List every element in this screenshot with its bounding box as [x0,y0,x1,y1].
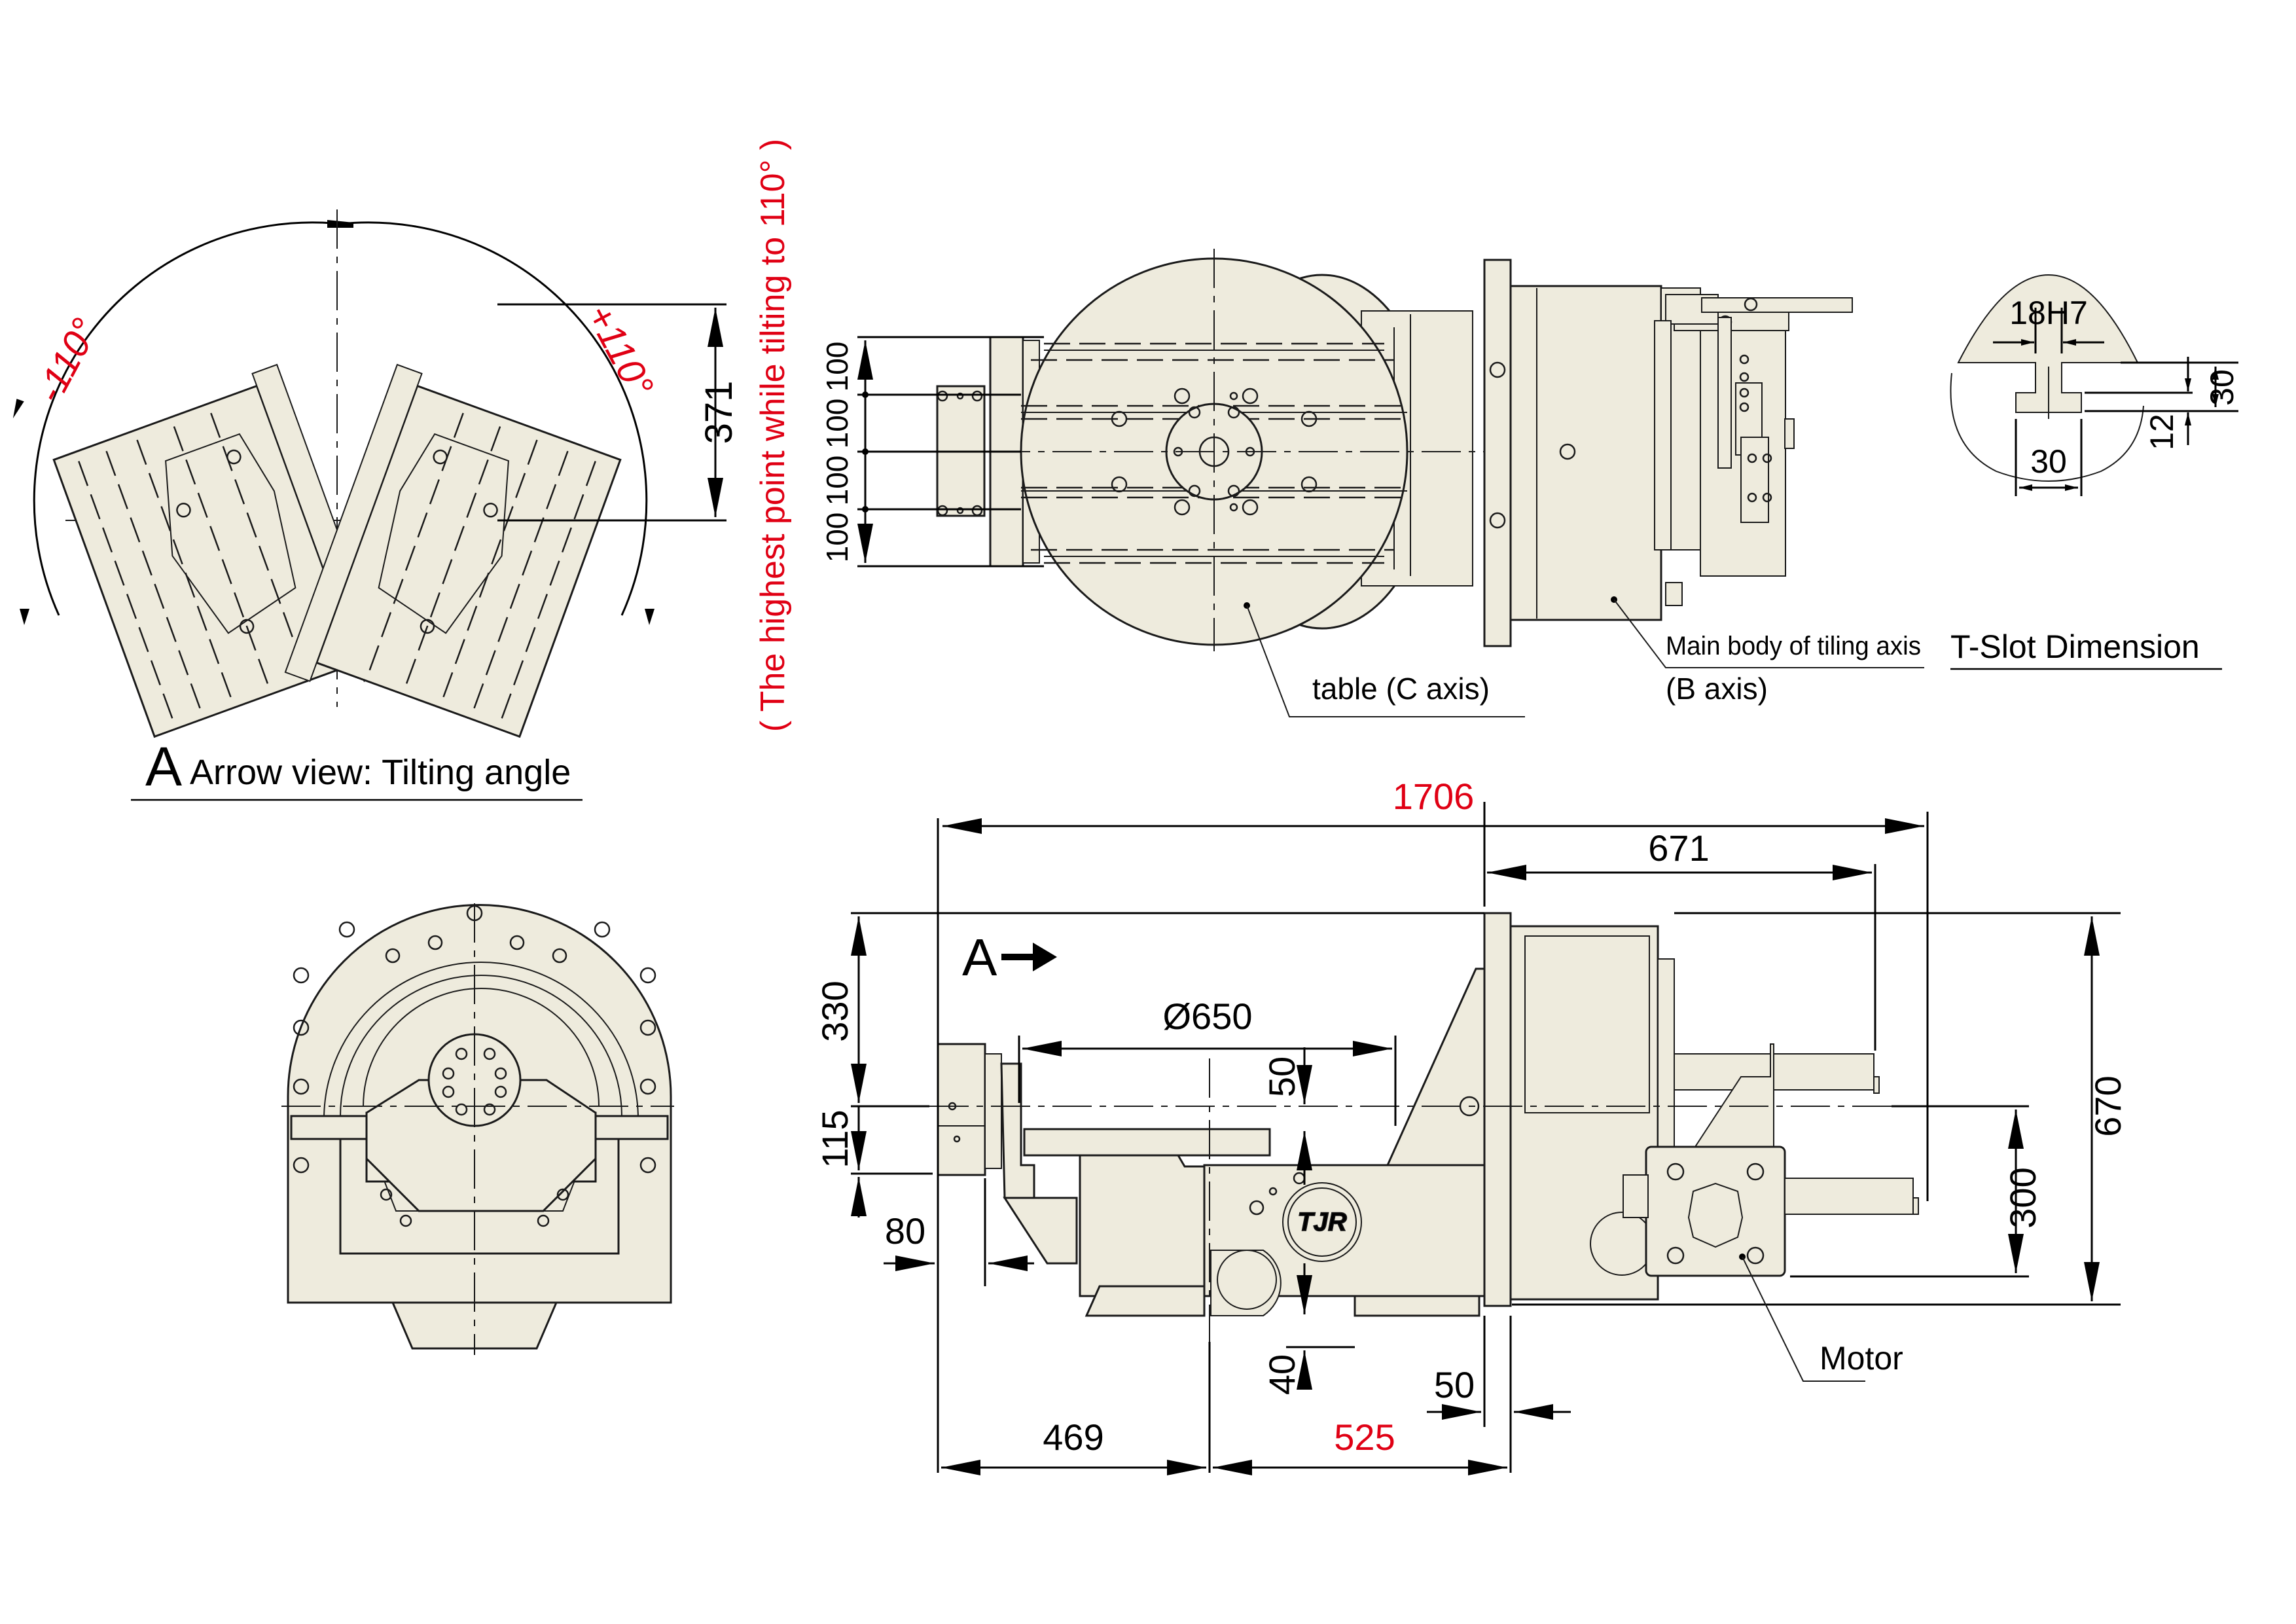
dim-671: 671 [1648,827,1709,869]
tilt-arc-left [33,221,341,616]
dim-371: 371 [698,381,740,444]
b-axis-main-body [1509,285,1662,621]
highest-point-note: ( The highest point while tilting to 110… [754,139,792,732]
side-view: TJR 1706 [814,776,2128,1475]
arrow-view-title: Arrow view: Tilting angle [190,753,571,792]
table-c-axis-label: table (C axis) [1312,672,1490,706]
motor-label: Motor [1820,1340,1903,1377]
t-slot-neck-12: 12 [2144,414,2180,450]
t-slot-detail: 18H7 30 12 30 T-Slot Dimension [1950,274,2240,670]
side-tailstock [937,1043,986,1176]
tjr-logo-plate [1282,1182,1362,1262]
dim-80: 80 [885,1210,925,1252]
t-slot-title: T-Slot Dimension [1950,628,2200,665]
pitch-dim-1: 100 [820,342,854,392]
top-view: 100 100 100 100 table (C axis) Main body… [820,249,1924,717]
t-slot-detail-circle [1950,372,2144,482]
arrow-view-tilting-angle: 371 -110° +110° ( The highest point whil… [12,139,792,801]
dim-115: 115 [814,1110,855,1168]
t-slot-width-18h7: 18H7 [2009,295,2088,331]
dim-300: 300 [2002,1167,2043,1228]
view-direction-arrow-icon [1033,943,1057,971]
angle-minus-110: -110° [27,312,107,410]
table-leader-line [1246,605,1525,717]
arc-right-arrow-icon [645,609,655,625]
dim-670: 670 [2087,1075,2128,1136]
minus-direction-arrow-icon [12,399,24,419]
tilt-arc-right [340,221,648,616]
t-slot-profile [1957,274,2139,413]
pitch-dim-2: 100 [820,399,854,449]
tjr-logo-icon: TJR [1297,1208,1347,1236]
motor-leader-line [1742,1256,1865,1382]
dim-330: 330 [814,981,855,1041]
view-letter-a: A [145,736,182,797]
main-body-label-line2: (B axis) [1666,672,1768,706]
dim-50-table: 50 [1261,1056,1302,1097]
angle-plus-110: +110° [578,298,662,405]
dim-469: 469 [1043,1416,1103,1458]
front-view [281,903,674,1355]
pitch-dim-3: 100 [820,456,854,506]
t-slot-depth-30: 30 [2204,369,2240,406]
side-table-plate [1023,1128,1271,1157]
main-body-label-line1: Main body of tiling axis [1666,632,1921,660]
right-tilted-body [284,363,622,738]
b-axis-flange [1483,259,1512,647]
dim-50-flange: 50 [1434,1364,1475,1405]
t-slot-head-30: 30 [2030,443,2067,480]
dim-525: 525 [1334,1416,1395,1458]
dim-1706: 1706 [1393,776,1475,817]
pitch-dim-4: 100 [820,513,854,563]
arc-top-arrow-icon [327,220,353,228]
side-flange [1483,912,1512,1307]
servo-motor [1645,1146,1786,1277]
body-leader-line [1613,599,1924,668]
arc-left-arrow-icon [20,609,29,625]
lower-cylinder [1784,1178,1914,1215]
view-a-marker: A [962,928,997,986]
dim-40: 40 [1261,1354,1302,1395]
dim-table-diameter: Ø650 [1163,996,1253,1037]
